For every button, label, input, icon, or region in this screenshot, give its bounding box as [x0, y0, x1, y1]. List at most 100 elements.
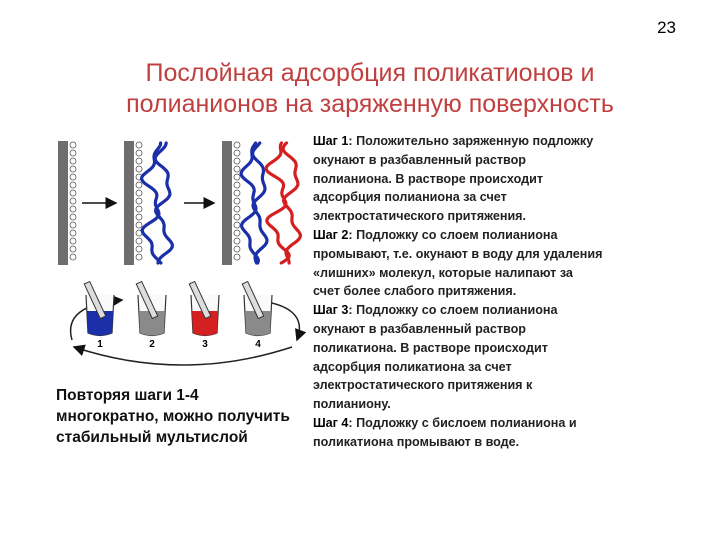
- adsorption-diagram: 1 2 3 4: [52, 135, 312, 380]
- page-number: 23: [657, 18, 676, 37]
- step-2-line: счет более слабого притяжения.: [313, 284, 517, 299]
- charge-symbol: [135, 189, 143, 197]
- polymer-chain: [250, 141, 269, 265]
- charge-symbol: [233, 253, 241, 261]
- charge-symbol: [233, 245, 241, 253]
- charge-symbol: [135, 141, 143, 149]
- step-4: Шаг 4: Подложку с бислоем полианиона и п…: [313, 414, 673, 452]
- charge-symbol: [135, 197, 143, 205]
- charge-symbol: [135, 165, 143, 173]
- beaker-solution: [139, 311, 165, 336]
- polymer-chain: [139, 141, 163, 265]
- title-line-2: полианионов на заряженную поверхность: [126, 90, 614, 118]
- summary-line: Повторяя шаги 1-4: [56, 387, 199, 404]
- charge-symbol: [233, 165, 241, 173]
- step-3-line: полианиону.: [313, 397, 391, 412]
- substrate-panel-1: [58, 141, 77, 265]
- charge-symbol: [135, 157, 143, 165]
- beaker-label-2: 2: [149, 339, 155, 350]
- step-1-line: электростатического притяжения.: [313, 209, 527, 224]
- title-line-1: Послойная адсорбция поликатионов и: [145, 59, 595, 87]
- beaker-solution: [192, 311, 218, 336]
- step-3-line: : Подложку со слоем полианиона: [348, 303, 558, 318]
- substrate-plate: [124, 141, 134, 265]
- step-3-line: окунают в разбавленный раствор: [313, 321, 526, 336]
- beaker-label-4: 4: [255, 339, 261, 350]
- charge-symbol: [233, 237, 241, 245]
- beaker-row: [83, 280, 273, 337]
- polycation-layer: [264, 141, 303, 265]
- surface-charges: [69, 141, 77, 261]
- step-4-line: : Подложку с бислоем полианиона и: [348, 415, 577, 430]
- dipped-substrate: [188, 280, 212, 320]
- charge-symbol: [233, 181, 241, 189]
- step-1-line: полианиона. В растворе происходит: [313, 171, 544, 186]
- charge-symbol: [233, 149, 241, 157]
- charge-symbol: [69, 173, 77, 181]
- polymer-chain: [153, 141, 175, 265]
- charge-symbol: [69, 229, 77, 237]
- substrate-plate: [58, 141, 68, 265]
- dipped-substrate: [83, 280, 107, 320]
- step-2-line: промывают, т.е. окунают в воду для удале…: [313, 246, 603, 261]
- summary-line: стабильный мультислой: [56, 429, 248, 446]
- charge-symbol: [233, 141, 241, 149]
- diagram-svg: 1 2 3 4: [58, 141, 307, 366]
- steps-description: Шаг 1: Положительно заряженную подложку …: [313, 132, 673, 452]
- substrate-panel-2: [124, 141, 175, 265]
- charge-symbol: [135, 205, 143, 213]
- charge-symbol: [135, 245, 143, 253]
- charge-symbol: [135, 149, 143, 157]
- substrate-panel-3: [222, 141, 303, 265]
- step-4-label: Шаг 4: [313, 415, 349, 430]
- surface-charges: [135, 141, 143, 261]
- slide-title: Послойная адсорбция поликатионов и полиа…: [70, 58, 670, 120]
- cycle-arrow-bottom: [72, 344, 293, 366]
- step-3-label: Шаг 3: [313, 303, 349, 318]
- step-1-line: окунают в разбавленный раствор: [313, 152, 526, 167]
- polyanion-layer: [139, 141, 175, 265]
- charge-symbol: [233, 189, 241, 197]
- beaker-label-1: 1: [97, 339, 103, 350]
- charge-symbol: [233, 213, 241, 221]
- step-2-label: Шаг 2: [313, 227, 349, 242]
- charge-symbol: [135, 221, 143, 229]
- charge-symbol: [135, 213, 143, 221]
- step-1-label: Шаг 1: [313, 134, 349, 148]
- substrate-plate: [222, 141, 232, 265]
- charge-symbol: [233, 205, 241, 213]
- charge-symbol: [69, 245, 77, 253]
- step-1: Шаг 1: Положительно заряженную подложку …: [313, 132, 673, 226]
- charge-symbol: [69, 237, 77, 245]
- summary-line: многократно, можно получить: [56, 408, 290, 425]
- charge-symbol: [135, 253, 143, 261]
- surface-charges: [233, 141, 241, 261]
- step-1-line: : Положительно заряженную подложку: [348, 134, 594, 148]
- charge-symbol: [233, 229, 241, 237]
- charge-symbol: [233, 173, 241, 181]
- charge-symbol: [69, 213, 77, 221]
- step-4-line: поликатиона промывают в воде.: [313, 434, 520, 449]
- beaker-solution: [87, 311, 113, 336]
- charge-symbol: [135, 181, 143, 189]
- charge-symbol: [233, 157, 241, 165]
- charge-symbol: [233, 197, 241, 205]
- polymer-chain: [281, 141, 303, 265]
- charge-symbol: [69, 253, 77, 261]
- step-3: Шаг 3: Подложку со слоем полианиона окун…: [313, 301, 673, 414]
- dipped-substrate: [135, 280, 159, 320]
- charge-symbol: [233, 221, 241, 229]
- charge-symbol: [69, 157, 77, 165]
- step-3-line: адсорбция поликатиона за счет: [313, 359, 512, 374]
- step-1-line: адсорбция полианиона за счет: [313, 190, 507, 205]
- charge-symbol: [69, 189, 77, 197]
- step-2: Шаг 2: Подложку со слоем полианиона пром…: [313, 226, 673, 301]
- step-3-line: электростатического притяжения к: [313, 378, 533, 393]
- step-3-line: поликатиона. В растворе происходит: [313, 340, 548, 355]
- dipped-substrate: [241, 280, 265, 320]
- charge-symbol: [69, 205, 77, 213]
- charge-symbol: [69, 149, 77, 157]
- charge-symbol: [69, 197, 77, 205]
- charge-symbol: [135, 237, 143, 245]
- charge-symbol: [69, 221, 77, 229]
